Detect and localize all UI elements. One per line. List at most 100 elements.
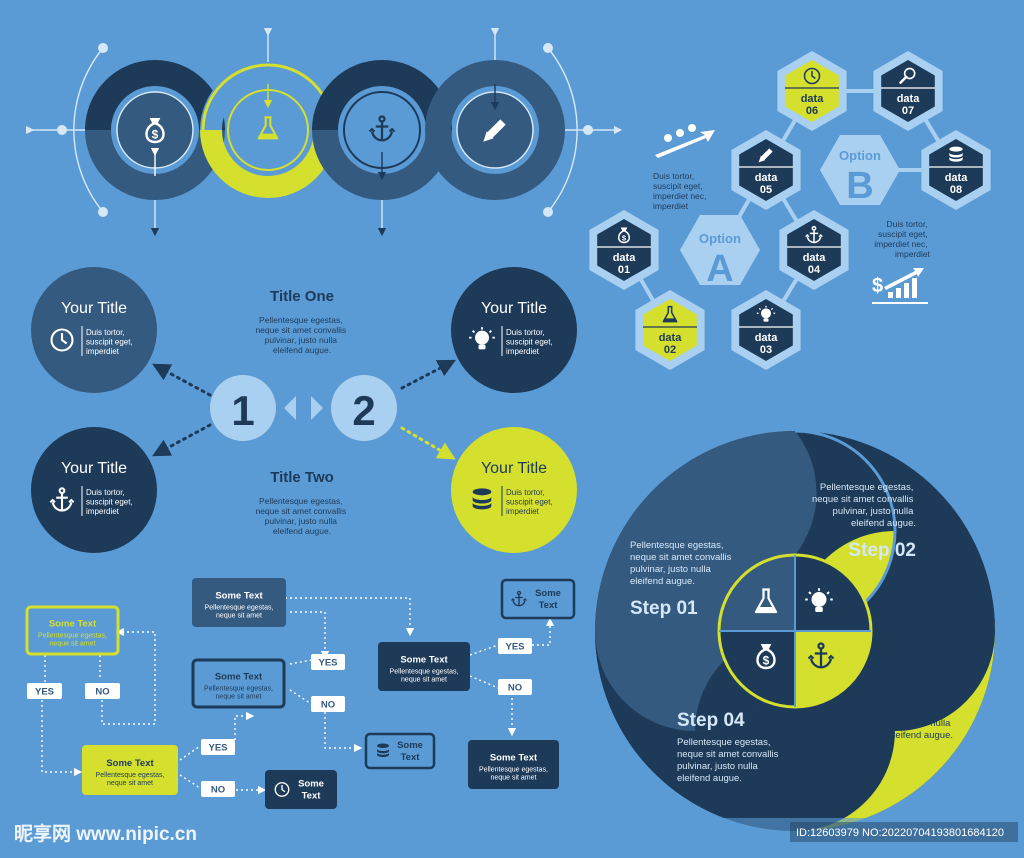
svg-text:YES: YES [318,658,337,669]
svg-text:Pellentesque egestas,neque sit: Pellentesque egestas,neque sit amet [390,669,459,684]
step-03-label: Step 03 [885,666,953,687]
option-label: Option [839,148,881,163]
svg-text:Pellentesque egestas,neque sit: Pellentesque egestas,neque sit amet [38,633,107,648]
ring-2 [200,62,336,198]
your-title: Your Title [481,300,547,317]
hex-data-word: data [801,93,825,105]
svg-text:Some Text: Some Text [490,753,538,764]
number-one-circle [210,375,276,441]
watermark-site: 昵享网 www.nipic.cn [14,822,197,845]
hex-data-number: 08 [950,184,962,196]
svg-text:NO: NO [508,683,522,694]
ring-4 [425,60,565,200]
svg-text:NO: NO [211,785,225,796]
database-icon [377,743,389,757]
steps-center [717,553,873,709]
ring-3 [312,60,452,200]
step-01-label: Step 01 [630,598,698,619]
svg-text:Some: Some [397,740,423,751]
no-label: NO [311,696,345,712]
hex-data-word: data [897,93,921,105]
svg-text:YES: YES [505,642,524,653]
flow-connectors [41,597,555,795]
hex-data-word: data [613,252,637,264]
svg-text:YES: YES [35,687,54,698]
watermark-id: ID:12603979 NO:20220704193801684120 [796,827,1004,839]
number-two-circle [331,375,397,441]
svg-text:Pellentesque egestas,neque sit: Pellentesque egestas,neque sit amet [96,772,165,787]
step-02-label: Step 02 [848,540,916,561]
hex-data-number: 06 [806,105,818,117]
growth-chart-icon: $ [872,268,928,304]
no-label: NO [85,683,120,699]
step-03-text: Pellentesque egestas, neque sit amet con… [849,694,953,741]
option-a-hex: Option A [680,215,760,290]
svg-text:Some Text: Some Text [49,619,97,630]
option-b-hex: Option B [820,135,900,207]
hex-note-left: Duis tortor, suscipit eget, imperdiet ne… [653,124,715,211]
svg-text:Pellentesque egestas,neque sit: Pellentesque egestas,neque sit amet [479,767,548,782]
circle-text: Duis tortor,suscipit eget,imperdiet [86,328,133,356]
svg-text:Text: Text [302,791,322,802]
steps-circle-section: Step 01 Pellentesque egestas, neque sit … [595,429,995,831]
hex-data-number: 04 [808,264,821,276]
svg-text:Some Text: Some Text [106,758,154,769]
svg-text:Some: Some [535,588,561,599]
hex-data-word: data [755,332,779,344]
your-title: Your Title [61,460,127,477]
title-two: Title Two [270,469,334,486]
option-letter: A [706,248,733,290]
yes-label: YES [311,654,345,670]
note-text: Duis tortor, suscipit eget, imperdiet ne… [874,219,930,259]
step-04-text: Pellentesque egestas, neque sit amet con… [677,737,781,784]
step-02-text: Pellentesque egestas, neque sit amet con… [812,482,916,529]
no-label: NO [201,781,235,797]
hex-data-number: 05 [760,184,772,196]
hex-data-word: data [945,172,969,184]
title-one: Title One [270,288,334,305]
hex-data-number: 03 [760,344,772,356]
hex-data-number: 02 [664,344,676,356]
title-one-text: Pellentesque egestas, neque sit amet con… [255,315,348,355]
hex-data-word: data [755,172,779,184]
yes-label: YES [27,683,62,699]
svg-text:Some: Some [298,779,324,790]
svg-text:Some Text: Some Text [215,591,263,602]
ring-chain-section [25,27,623,237]
no-label: NO [498,679,532,695]
arrow-left-icon [284,396,296,420]
title-two-text: Pellentesque egestas, neque sit amet con… [255,496,348,536]
option-label: Option [699,231,741,246]
team-icon [655,124,715,158]
note-text: Duis tortor, suscipit eget, imperdiet ne… [653,171,709,211]
number-one: 1 [231,387,254,434]
svg-text:$: $ [872,275,883,297]
svg-text:Some Text: Some Text [215,672,263,683]
svg-text:NO: NO [95,687,109,698]
svg-text:Text: Text [401,752,421,763]
step-04-label: Step 04 [677,710,745,731]
svg-text:NO: NO [321,700,335,711]
svg-text:Some Text: Some Text [400,655,448,666]
anchor-icon [510,590,528,607]
